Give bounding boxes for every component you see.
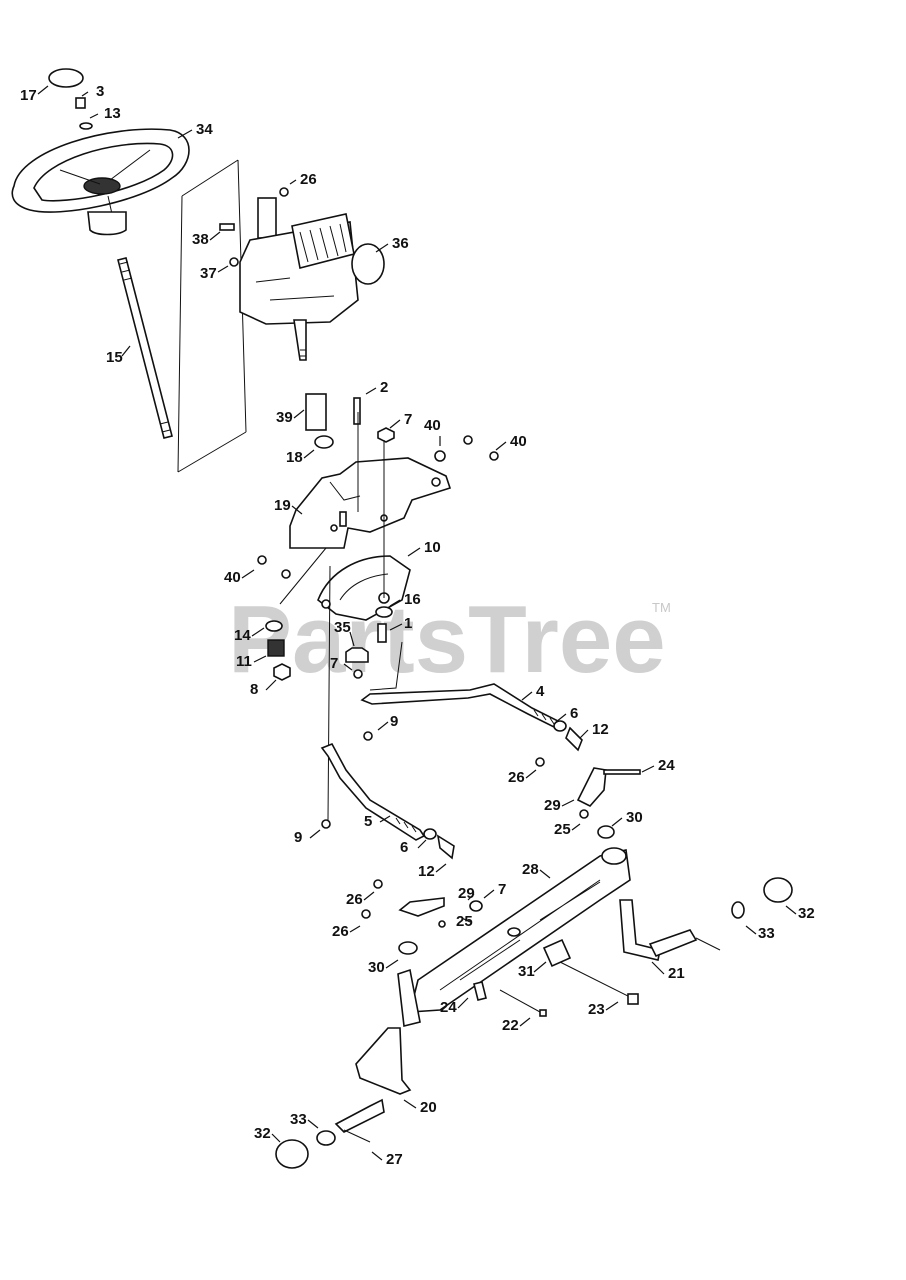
callout-25: 25 (456, 913, 473, 930)
watermark-text: PartsTree (228, 586, 666, 693)
callout-14: 14 (234, 627, 251, 644)
callout-18: 18 (286, 449, 303, 466)
steering-sector-drawing (265, 555, 411, 681)
callout-20: 20 (420, 1099, 437, 1116)
callout-22: 22 (502, 1017, 519, 1034)
callout-26: 26 (508, 769, 525, 786)
steering-gearbox-drawing (219, 187, 385, 361)
callout-12: 12 (418, 863, 435, 880)
callout-11: 11 (236, 653, 252, 670)
callout-33: 33 (758, 925, 775, 942)
callout-25: 25 (554, 821, 571, 838)
callout-40: 40 (424, 417, 441, 434)
callout-38: 38 (192, 231, 209, 248)
callout-15: 15 (106, 349, 123, 366)
callout-4: 4 (536, 683, 545, 700)
spindles-drawing (275, 877, 793, 1169)
callout-12: 12 (592, 721, 609, 738)
callout-32: 32 (798, 905, 815, 922)
callout-29: 29 (458, 885, 475, 902)
callout-21: 21 (668, 965, 685, 982)
callout-7: 7 (404, 411, 412, 428)
callout-36: 36 (392, 235, 409, 252)
callout-40: 40 (510, 433, 527, 450)
assembly-bracket-outline (177, 159, 247, 473)
callout-31: 31 (518, 963, 535, 980)
callout-40: 40 (224, 569, 241, 586)
callout-28: 28 (522, 861, 539, 878)
callout-23: 23 (588, 1001, 605, 1018)
callout-26: 26 (300, 171, 317, 188)
callout-24: 24 (658, 757, 675, 774)
callout-1: 1 (404, 615, 412, 632)
callout-16: 16 (404, 591, 421, 608)
watermark-trademark: TM (652, 600, 671, 615)
callout-8: 8 (250, 681, 258, 698)
callout-35: 35 (334, 619, 351, 636)
callout-13: 13 (104, 105, 121, 122)
callout-27: 27 (386, 1151, 403, 1168)
callout-39: 39 (276, 409, 293, 426)
callout-34: 34 (196, 121, 213, 138)
callout-30: 30 (368, 959, 385, 976)
callout-33: 33 (290, 1111, 307, 1128)
callout-9: 9 (390, 713, 398, 730)
callout-7: 7 (498, 881, 506, 898)
drag-links-drawing (320, 683, 583, 860)
callout-24: 24 (440, 999, 457, 1016)
callout-7: 7 (330, 655, 338, 672)
callout-5: 5 (364, 813, 372, 830)
callout-6: 6 (570, 705, 578, 722)
callout-9: 9 (294, 829, 302, 846)
callout-leaders (37, 85, 797, 1161)
callout-19: 19 (274, 497, 291, 514)
steering-plate-drawing (257, 393, 499, 579)
callout-26: 26 (346, 891, 363, 908)
callout-6: 6 (400, 839, 408, 856)
assembly-axis-lines (279, 412, 403, 821)
callout-29: 29 (544, 797, 561, 814)
callout-30: 30 (626, 809, 643, 826)
callouts: 17 3 13 34 26 38 36 37 15 2 39 7 40 40 1… (20, 83, 815, 1168)
callout-17: 17 (20, 87, 37, 104)
callout-37: 37 (200, 265, 217, 282)
callout-2: 2 (380, 379, 388, 396)
front-axle-drawing (397, 847, 639, 1027)
callout-10: 10 (424, 539, 441, 556)
callout-26: 26 (332, 923, 349, 940)
steering-arms-drawing (361, 757, 641, 928)
steering-shaft-drawing (117, 257, 173, 439)
callout-3: 3 (96, 83, 104, 100)
steering-wheel-drawing (11, 68, 190, 236)
callout-32: 32 (254, 1125, 271, 1142)
